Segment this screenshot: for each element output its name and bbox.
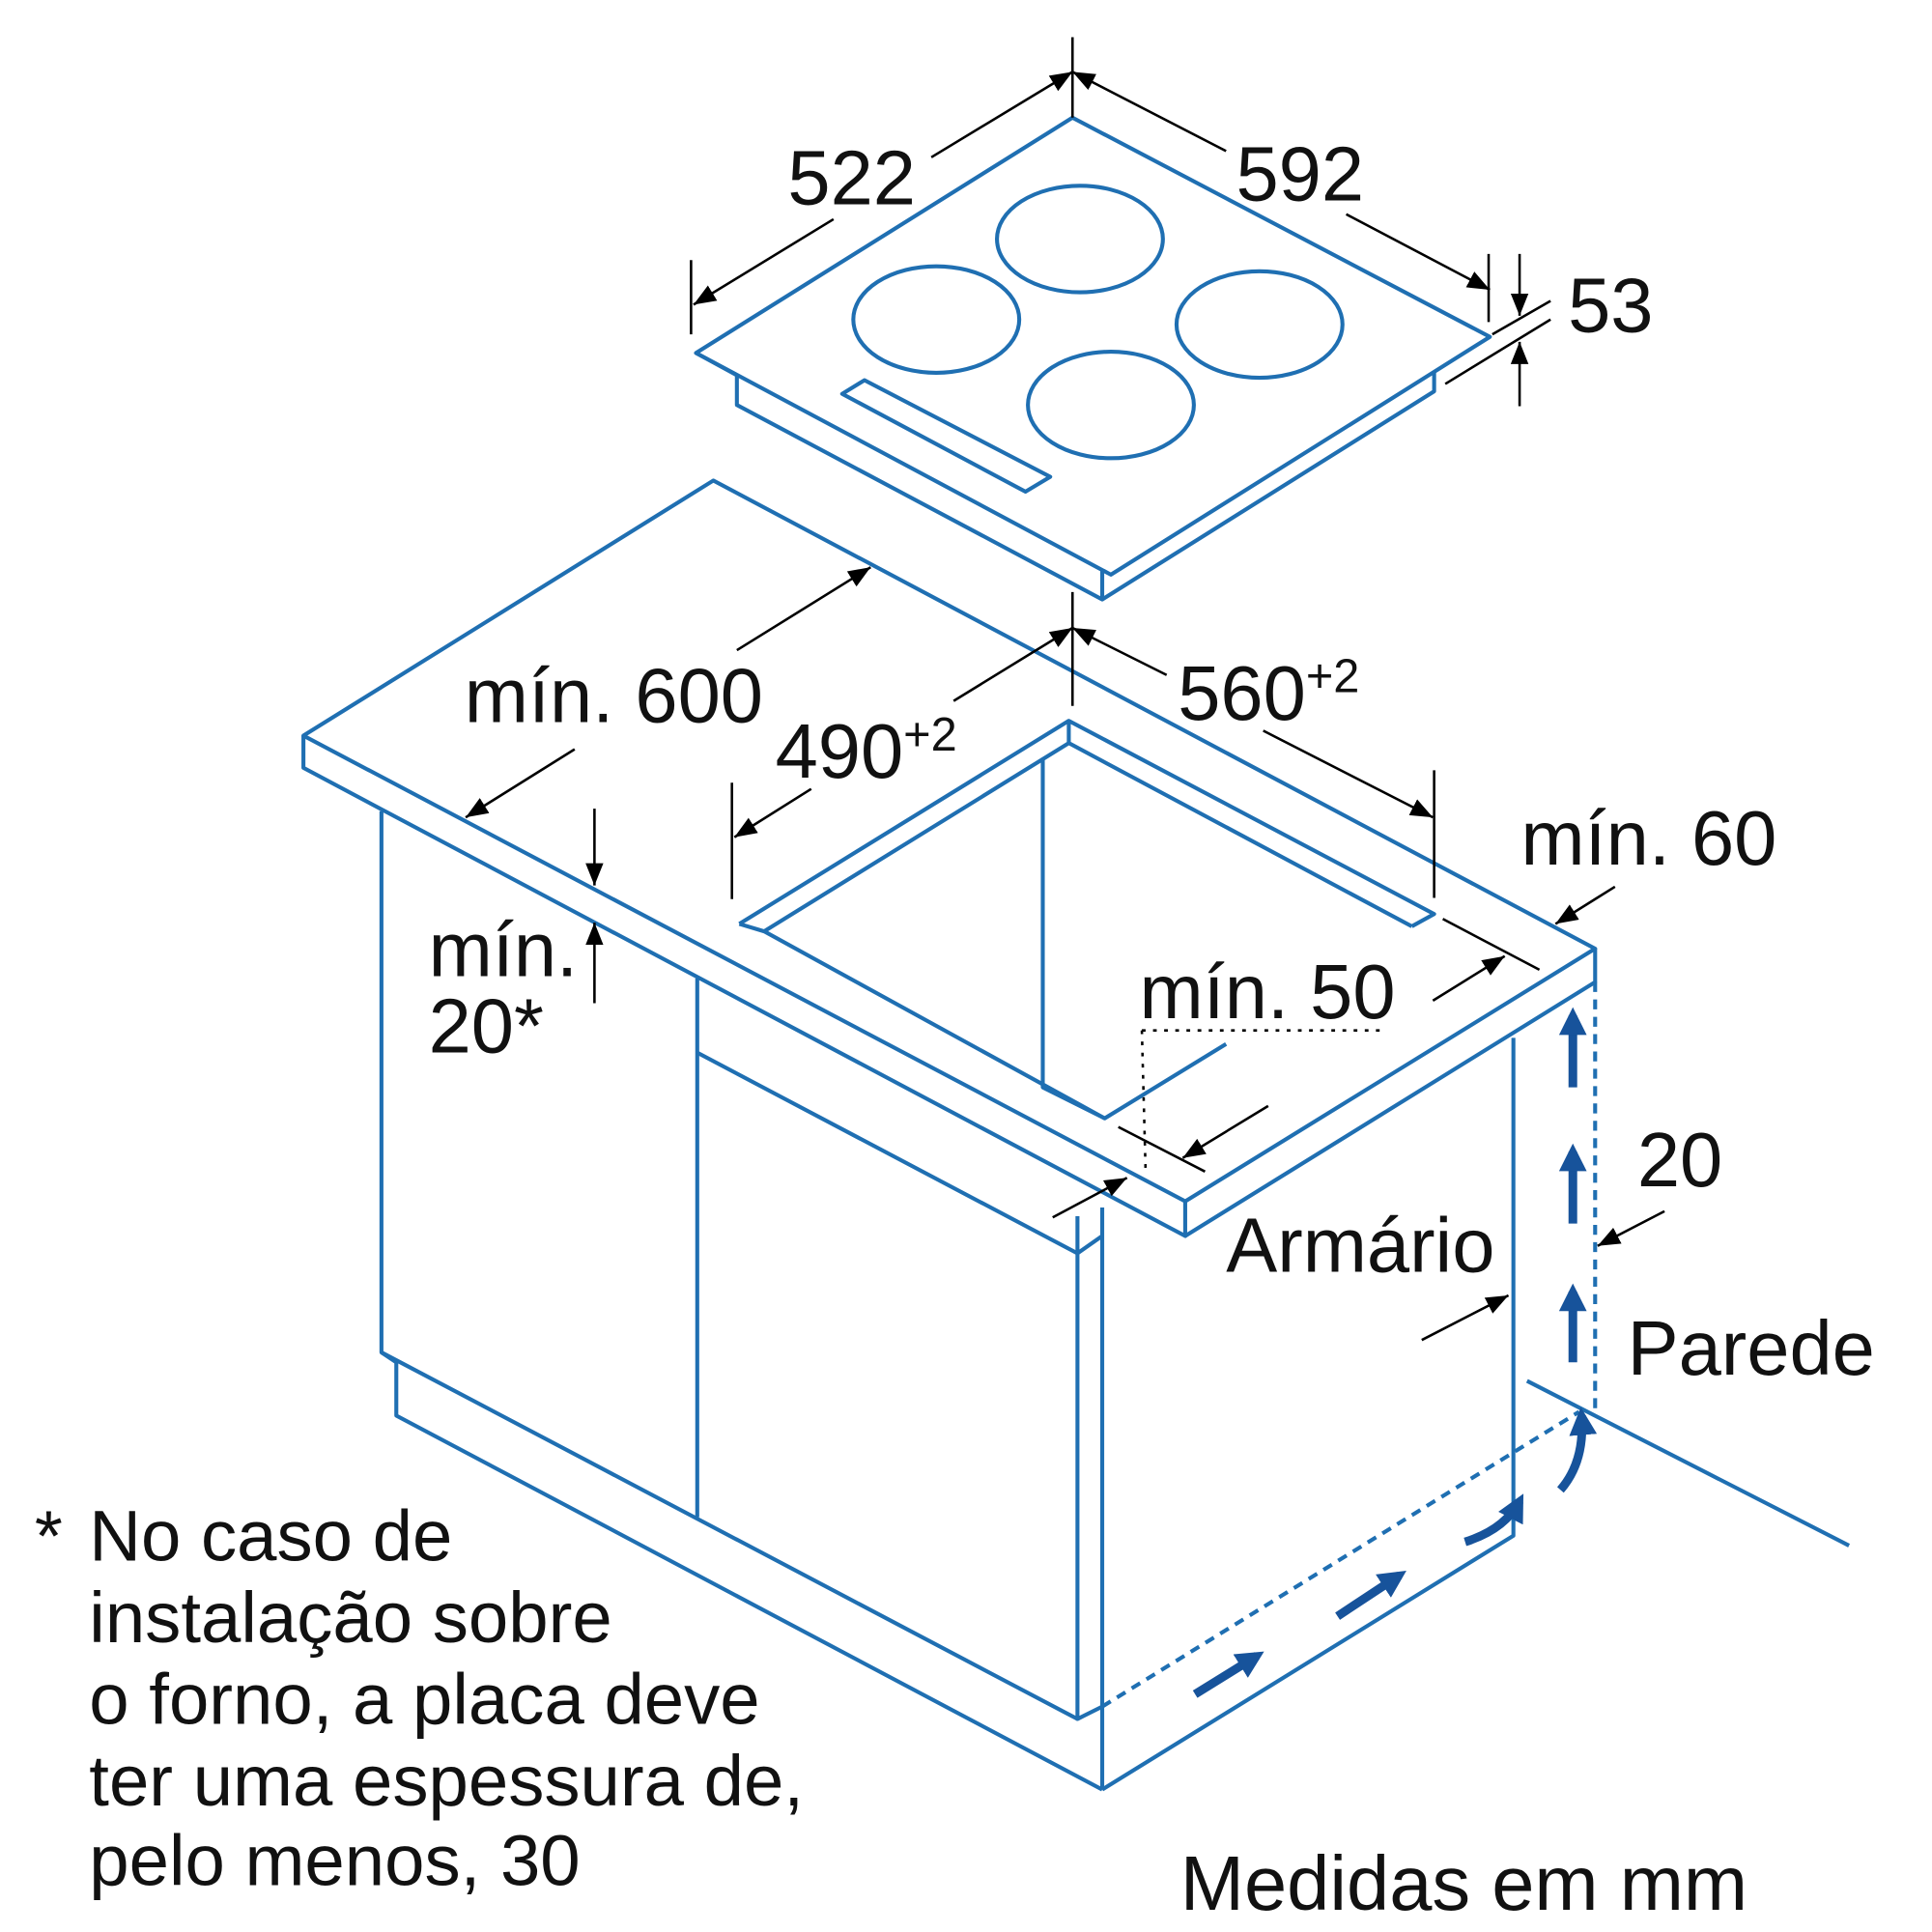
footnote-line: pelo menos, 30: [89, 1820, 580, 1900]
burner: [851, 264, 1022, 375]
dimension-lines: [465, 37, 1665, 1342]
dim-counter-depth: mín. 600: [465, 652, 763, 738]
svg-text:*: *: [35, 1495, 63, 1576]
countertop: [301, 478, 1598, 1238]
dim-hob-width: 592: [1236, 131, 1364, 217]
footnote-line: No caso de: [89, 1495, 452, 1576]
dim-thickness-2: 20*: [429, 983, 544, 1069]
arrow-curve-icon: [1556, 1406, 1598, 1493]
dim-front-clearance: mín. 50: [1139, 949, 1395, 1035]
hob: [694, 115, 1492, 602]
dim-hob-height: 53: [1568, 263, 1653, 349]
dim-side-clearance: mín. 60: [1520, 795, 1776, 881]
wall-label: Parede: [1628, 1305, 1875, 1391]
airflow-arrows: [1192, 1007, 1598, 1698]
cabinet: [379, 810, 1851, 1792]
burner: [995, 184, 1165, 295]
arrow-curve-icon: [1463, 1493, 1524, 1547]
footnote-line: instalação sobre: [89, 1577, 611, 1658]
units-label: Medidas em mm: [1180, 1840, 1747, 1926]
dim-thickness-1: mín.: [429, 906, 579, 992]
arrow-diag-icon: [1192, 1651, 1264, 1698]
dim-wall-gap: 20: [1637, 1117, 1722, 1203]
burner: [1174, 269, 1345, 381]
dim-cutout-depth: 490+2: [776, 708, 957, 794]
dim-hob-depth: 522: [787, 135, 916, 221]
cabinet-label: Armário: [1226, 1203, 1494, 1289]
dim-cutout-width: 560+2: [1178, 650, 1359, 736]
arrow-diag-icon: [1335, 1571, 1406, 1620]
burner: [1026, 350, 1196, 461]
labels: 522 592 53 mín. 600 490+2 560+2 mín. 60 …: [429, 131, 1875, 1926]
footnote-line: o forno, a placa deve: [89, 1660, 759, 1740]
footnote-line: ter uma espessura de,: [89, 1741, 804, 1821]
footnote: * No caso de instalação sobre o forno, a…: [35, 1495, 804, 1900]
